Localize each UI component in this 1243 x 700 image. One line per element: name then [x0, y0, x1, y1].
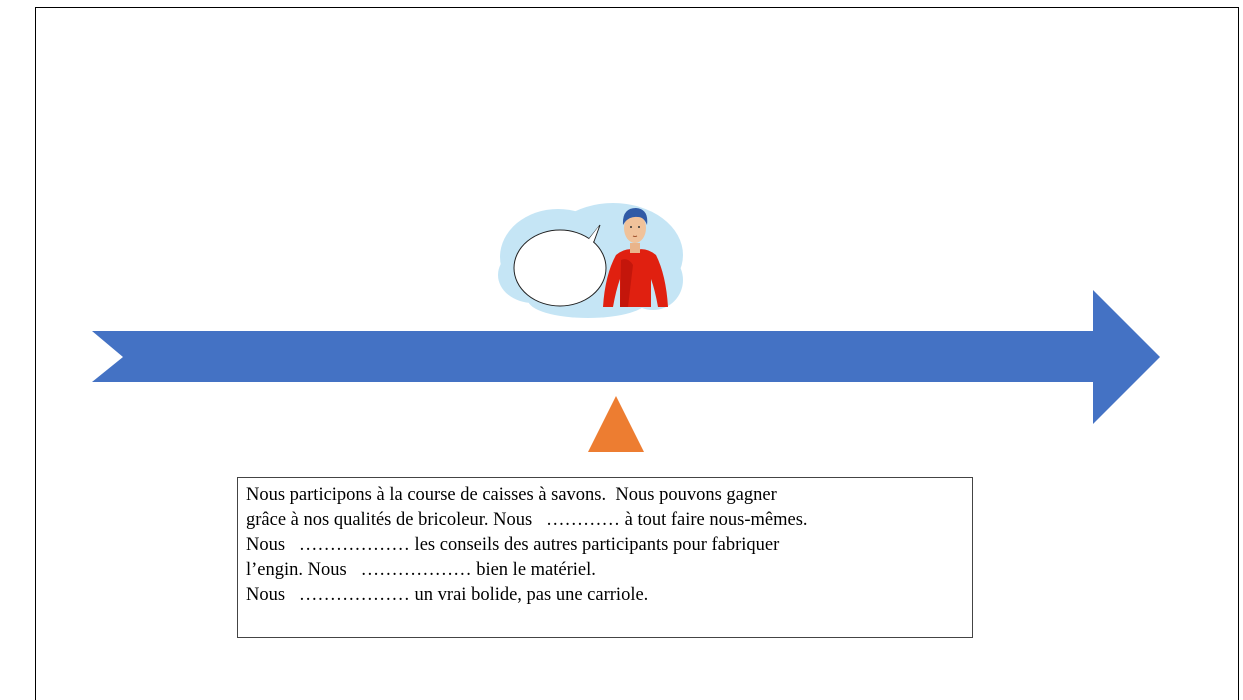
boy-icon [603, 208, 668, 307]
slide-frame [35, 7, 1239, 700]
speaking-character [498, 203, 683, 318]
triangle-up-icon [588, 396, 644, 452]
exercise-text-box: Nous participons à la course de caisses … [237, 477, 973, 638]
text-line: grâce à nos qualités de bricoleur. Nous … [246, 510, 808, 530]
text-line: Nous ……………… les conseils des autres part… [246, 535, 780, 555]
text-line: Nous participons à la course de caisses … [246, 485, 777, 505]
text-line: Nous ……………… un vrai bolide, pas une carr… [246, 585, 649, 605]
text-line: l’engin. Nous ……………… bien le matériel. [246, 560, 596, 580]
timeline-arrow-shape [92, 290, 1160, 424]
speech-bubble-icon [513, 224, 607, 307]
